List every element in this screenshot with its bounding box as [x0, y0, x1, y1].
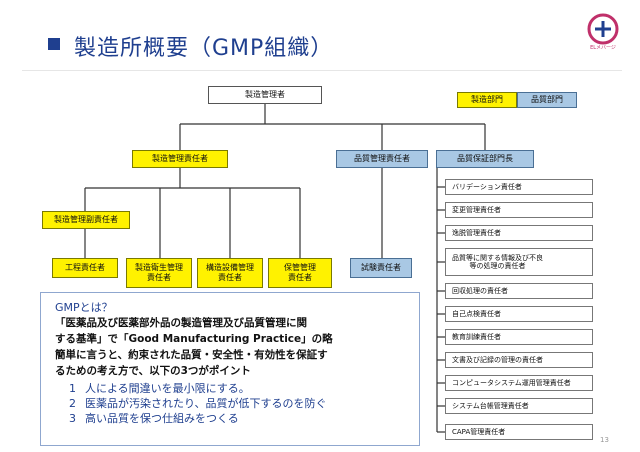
gmp-heading: GMPとは？ [55, 301, 113, 314]
page-title: 製造所概要（GMP組織） [74, 36, 334, 61]
org-production-deputy: 製造管理副責任者 [42, 211, 130, 229]
org-qa-unit: 文書及び記録の管理の責任者 [445, 352, 593, 368]
org-qa-unit: 教育訓練責任者 [445, 329, 593, 345]
org-production-unit: 構造設備管理 責任者 [197, 258, 263, 288]
org-production-unit: 保管管理 責任者 [268, 258, 332, 288]
gmp-text-line: 簡単に言うと、約束された品質・安全性・有効性を保証す [55, 349, 328, 361]
org-qa-unit: 変更管理責任者 [445, 202, 593, 218]
eisai-logo-icon [587, 13, 619, 45]
org-qa-unit: 品質等に関する情報及び不良 等の処理の責任者 [445, 248, 593, 276]
org-qa-unit: 自己点検責任者 [445, 306, 593, 322]
org-qa-unit: CAPA管理責任者 [445, 424, 593, 440]
org-production-head: 製造管理責任者 [132, 150, 228, 168]
gmp-explanation-box: GMPとは？ 「医薬品及び医薬部外品の製造管理及び品質管理に関 する基準」で「G… [40, 292, 420, 446]
legend-quality: 品質部門 [517, 92, 577, 108]
org-qc-head: 品質管理責任者 [336, 150, 428, 168]
org-qc-unit: 試験責任者 [350, 258, 412, 278]
gmp-text-line: 「医薬品及び医薬部外品の製造管理及び品質管理に関 [55, 317, 307, 329]
legend-manufacturing: 製造部門 [457, 92, 517, 108]
org-production-unit: 製造衛生管理 責任者 [126, 258, 192, 288]
logo-text: ELメバージ [590, 45, 616, 51]
org-production-unit: 工程責任者 [52, 258, 118, 278]
org-manufacturing-manager: 製造管理者 [208, 86, 322, 104]
title-bullet [48, 38, 60, 50]
org-qa-unit: 逸脱管理責任者 [445, 225, 593, 241]
title-divider [22, 70, 622, 71]
gmp-text-line: する基準」で「Good Manufacturing Practice」の略 [55, 333, 333, 345]
org-qa-unit: システム台帳管理責任者 [445, 398, 593, 414]
org-qa-unit: コンピュータシステム運用管理責任者 [445, 375, 593, 391]
org-qa-unit: バリデーション責任者 [445, 179, 593, 195]
org-qa-unit: 回収処理の責任者 [445, 283, 593, 299]
org-qa-head: 品質保証部門長 [436, 150, 534, 168]
gmp-text-line: るための考え方で、以下の3つがポイント [55, 365, 251, 377]
page-number: 13 [600, 436, 609, 444]
